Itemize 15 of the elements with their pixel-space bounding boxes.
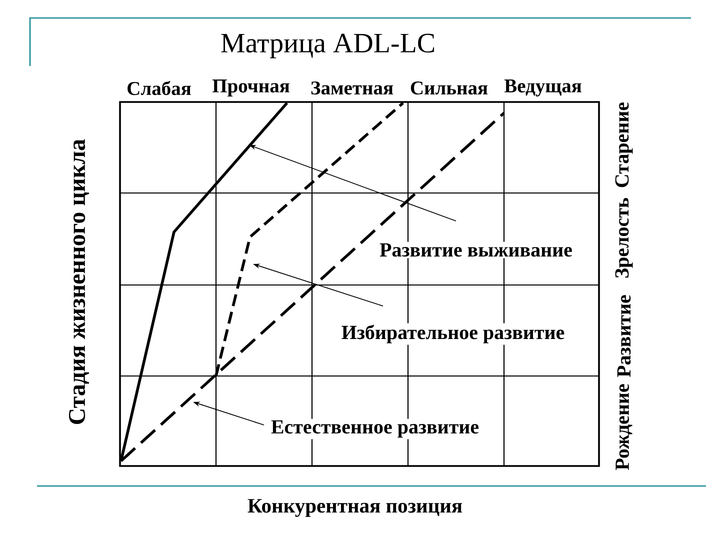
column-header: Заметная	[311, 81, 394, 95]
callout-label: Избирательное развитие	[340, 323, 566, 345]
title: Матрица ADL-LC	[221, 34, 434, 58]
row-header: Развитие	[617, 295, 631, 378]
column-header: Прочная	[212, 80, 290, 96]
column-header: Сильная	[410, 81, 488, 95]
column-header: Ведущая	[504, 80, 582, 96]
axis-title: Стадия жизненного цикла	[68, 139, 90, 424]
column-header: Слабая	[128, 80, 191, 96]
axis-title: Конкурентная позиция	[248, 499, 462, 517]
row-header: Зрелость	[615, 198, 633, 278]
callout-label: Развитие выживание	[378, 242, 574, 258]
row-header: Старение	[615, 102, 633, 188]
row-header: Рождение	[616, 384, 632, 470]
callout-label: Естественное развитие	[269, 418, 481, 440]
